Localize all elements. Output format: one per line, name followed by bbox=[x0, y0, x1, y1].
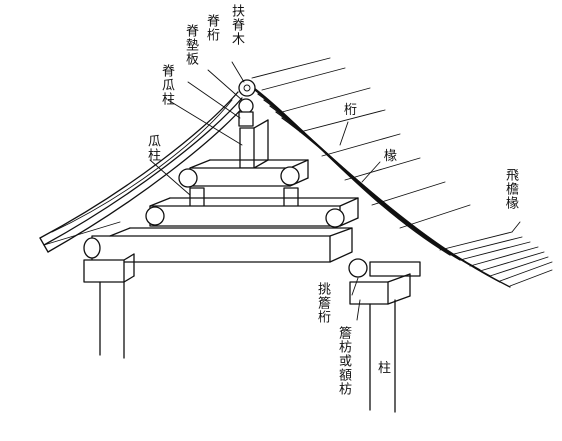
label-hiyoken: 飛檐椽 bbox=[503, 168, 518, 210]
columns bbox=[99, 281, 396, 413]
label-toentan: 挑簷桁 bbox=[315, 282, 330, 324]
left-eave-members bbox=[83, 237, 135, 283]
flying-rafter-ends bbox=[439, 231, 553, 287]
label-keta: 桁 bbox=[344, 103, 358, 118]
label-sekiseiban: 脊墊板 bbox=[183, 24, 198, 66]
label-fuchiboku: 扶脊木 bbox=[229, 4, 244, 46]
label-taruki: 椽 bbox=[384, 149, 398, 164]
right-eave-members bbox=[348, 258, 421, 305]
lower-beam bbox=[145, 197, 359, 228]
label-hashira: 柱 bbox=[378, 361, 392, 376]
label-yanzai: 簷枋或額枋 bbox=[336, 326, 351, 396]
label-sekikachu: 脊瓜柱 bbox=[159, 64, 174, 106]
left-roof-slope bbox=[39, 91, 247, 253]
ridge-purlin-end bbox=[238, 79, 256, 97]
ridge-assembly bbox=[238, 79, 269, 169]
main-beam bbox=[91, 227, 353, 263]
label-kachu: 瓜柱 bbox=[145, 134, 160, 162]
roof-boards bbox=[251, 57, 471, 229]
ridge-king-post bbox=[239, 127, 255, 169]
ridge-pad-board bbox=[238, 111, 254, 127]
leader-lines bbox=[149, 61, 521, 321]
upper-beam bbox=[178, 159, 309, 188]
label-munageta: 脊桁 bbox=[204, 14, 219, 42]
